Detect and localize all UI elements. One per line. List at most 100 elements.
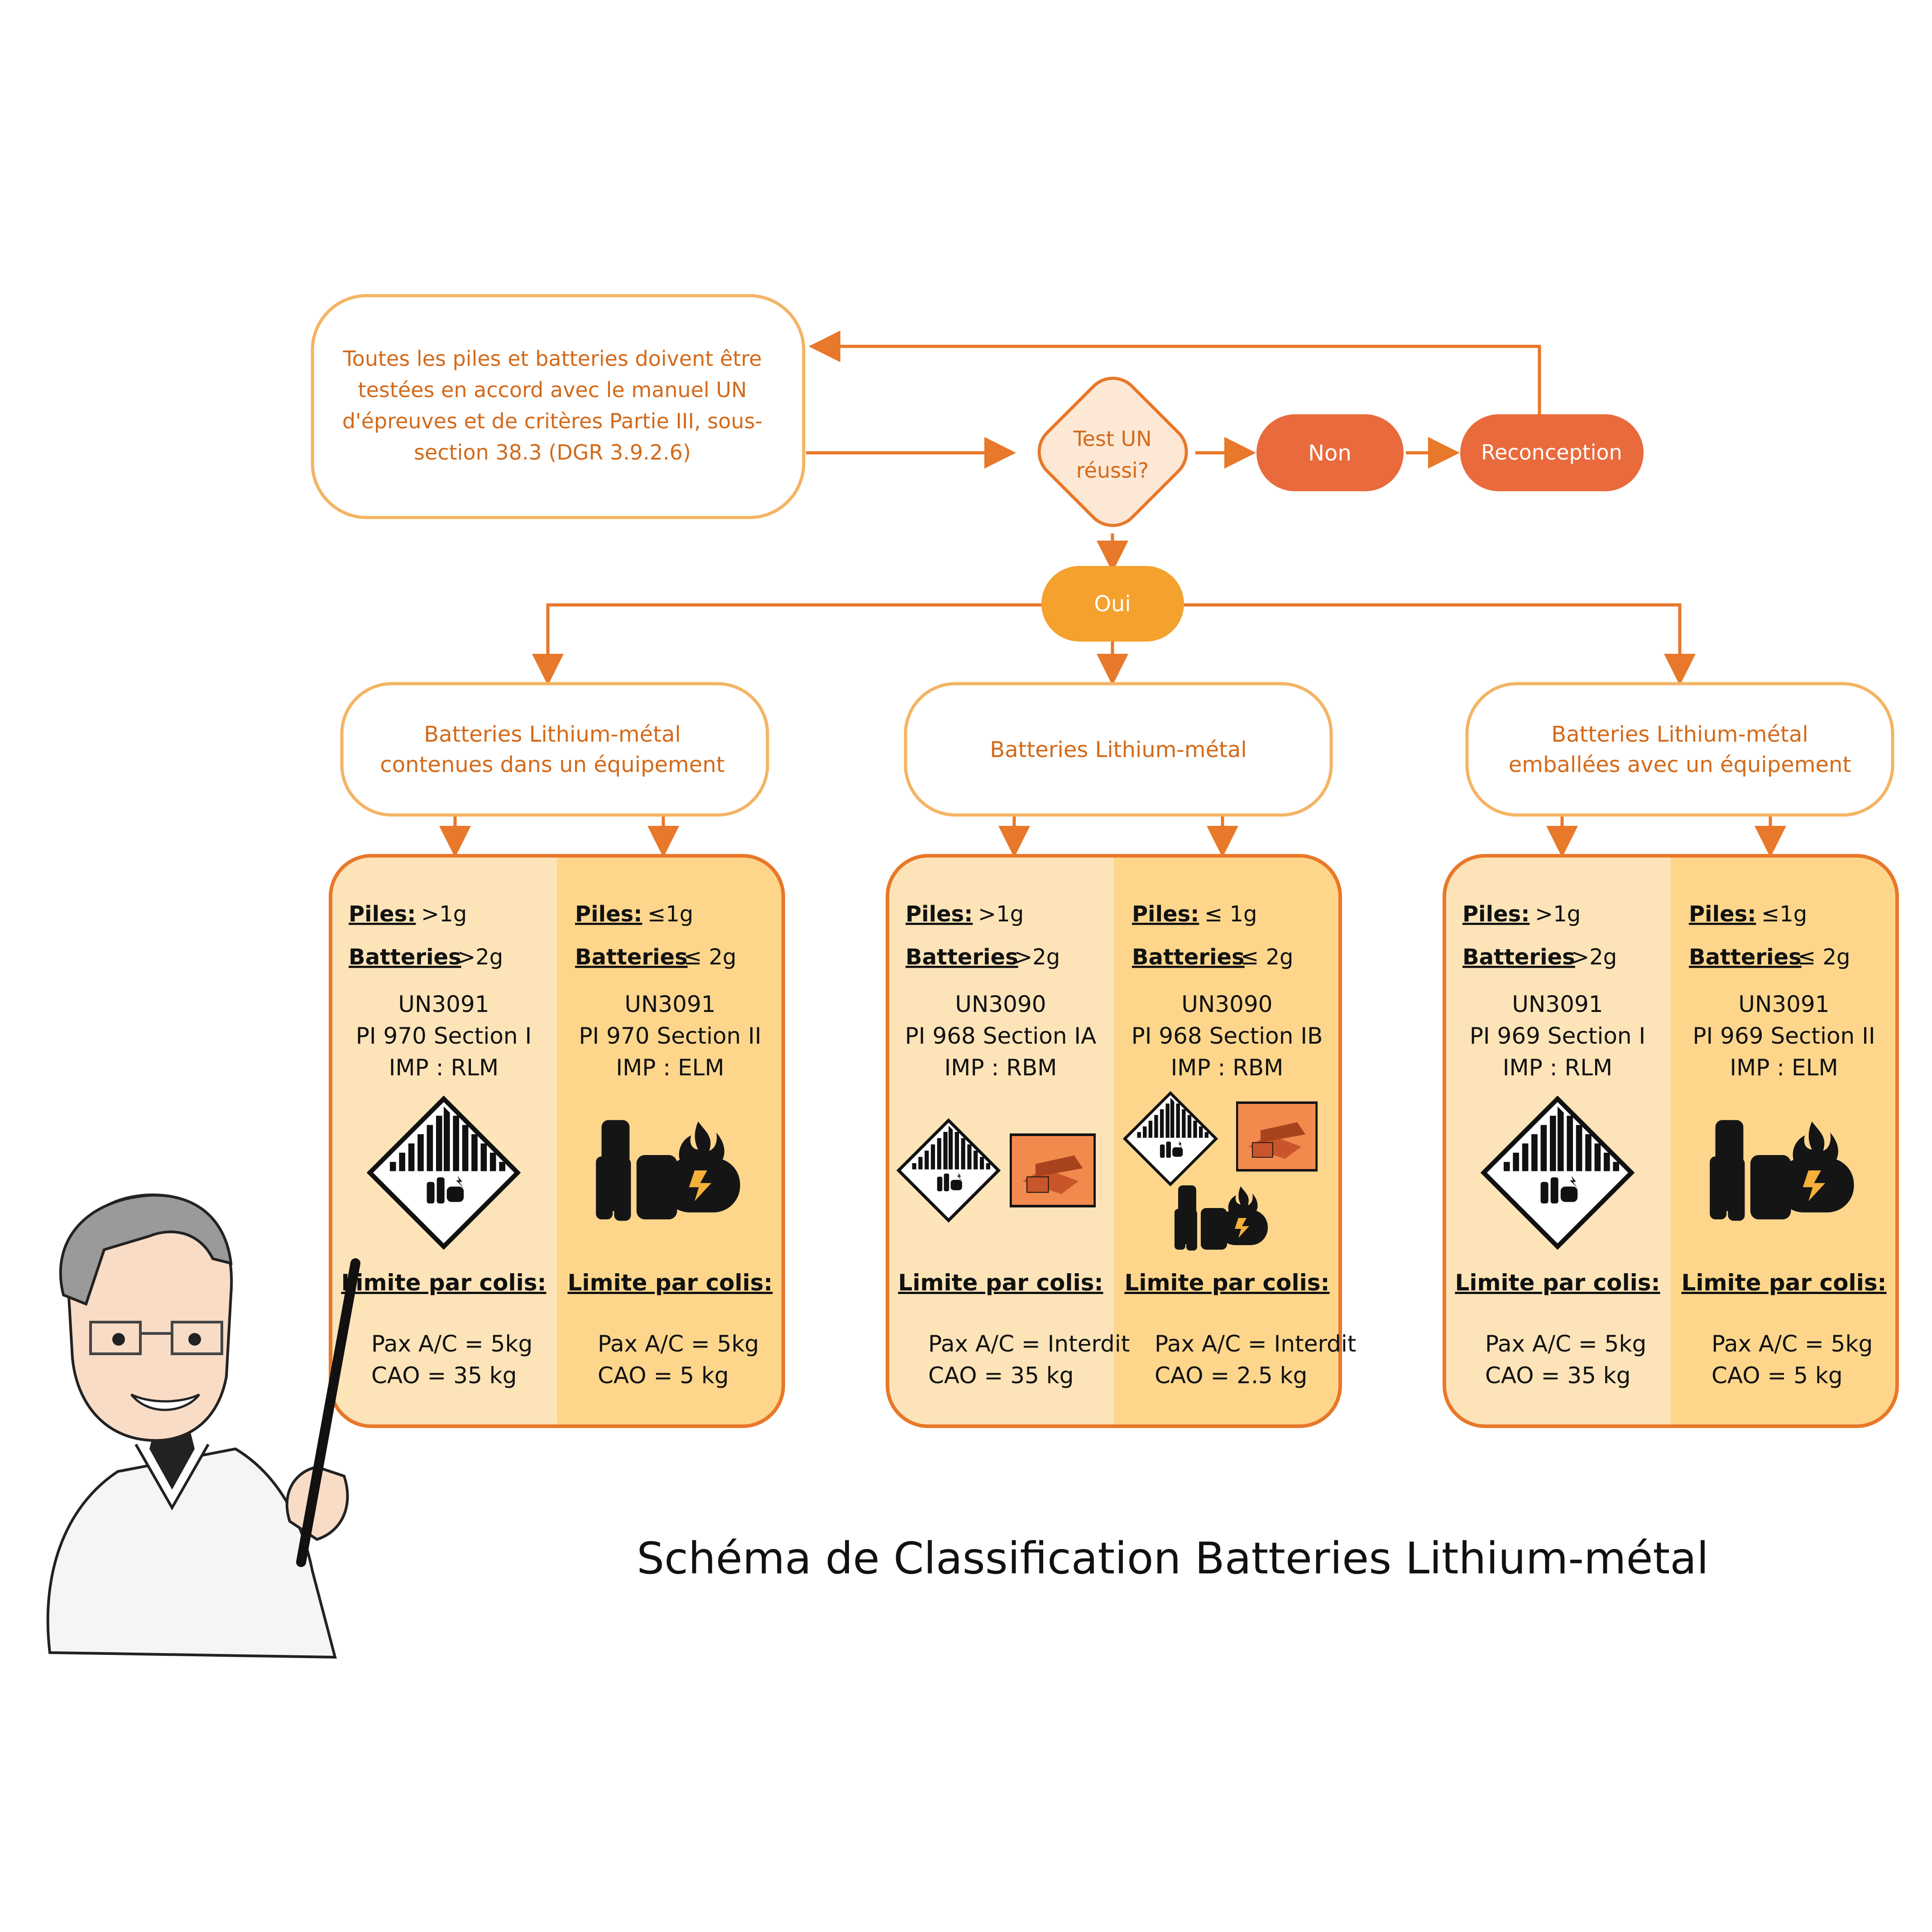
cells-value: ≤ 1g [1204,901,1257,927]
category-box-packed: Batteries Lithium-métal emballées avec u… [1465,682,1894,817]
line-branch-left [532,603,1041,686]
batteries-value: >2g [1014,944,1060,970]
panel-3-right-bg [1671,856,1897,1426]
decision-line-1: Test UN [1073,427,1151,451]
cao-limit: CAO = 35 kg [928,1362,1074,1389]
pax-limit: Pax A/C = 5kg [371,1331,532,1357]
limit-title: Limite par colis: [898,1270,1103,1296]
un-number: UN3090 [955,991,1046,1017]
panel-1-border [329,854,785,1428]
category-1-line-2: contenues dans un équipement [380,752,724,777]
limit-title: Limite par colis: [1681,1270,1886,1296]
diagram-title: Schéma de Classification Batteries Lithi… [637,1533,1709,1584]
cells-label: Piles: [1132,901,1199,927]
reconception-label: Reconception [1481,440,1622,465]
category-1-line-1: Batteries Lithium-métal [424,722,681,747]
packing-instruction: PI 969 Section II [1692,1023,1875,1049]
batteries-label: Batteries [575,944,688,970]
panel-2-border [886,854,1342,1428]
cao-limit: CAO = 2.5 kg [1155,1362,1307,1389]
pax-limit: Pax A/C = 5kg [598,1331,759,1357]
non-label: Non [1308,441,1352,466]
packing-instruction: PI 969 Section I [1470,1023,1646,1049]
imp-code: IMP : RLM [389,1055,499,1081]
batteries-value: ≤ 2g [1798,944,1850,970]
imp-code: IMP : ELM [1730,1055,1838,1081]
oui-pill: Oui [1041,566,1184,642]
category-3-line-1: Batteries Lithium-métal [1551,722,1808,747]
cells-value: >1g [1535,901,1581,927]
teacher-mascot-illustration [46,1194,360,1659]
packing-instruction: PI 968 Section IB [1131,1023,1323,1049]
category-box-contained: Batteries Lithium-métal contenues dans u… [340,682,769,817]
packing-instruction: PI 970 Section II [579,1023,761,1049]
decision-test-un: Test UN réussi? [1037,376,1188,527]
cargo-aircraft-only-label-icon [1237,1103,1317,1170]
intro-line-4: section 38.3 (DGR 3.9.2.6) [414,440,691,465]
category-2-line-1: Batteries Lithium-métal [990,737,1246,762]
cells-label: Piles: [906,901,973,927]
category-box-alone: Batteries Lithium-métal [904,682,1333,817]
imp-code: IMP : RBM [1171,1055,1284,1081]
pax-limit: Pax A/C = Interdit [1155,1331,1356,1357]
intro-line-1: Toutes les piles et batteries doivent êt… [342,346,762,371]
reconception-pill: Reconception [1460,414,1644,491]
panel-3-border [1443,854,1899,1428]
un-number: UN3091 [1512,991,1603,1017]
intro-box: Toutes les piles et batteries doivent êt… [311,294,805,519]
un-number: UN3091 [1738,991,1829,1017]
batteries-label: Batteries [1132,944,1245,970]
oui-label: Oui [1094,591,1131,617]
pax-limit: Pax A/C = Interdit [928,1331,1130,1357]
cao-limit: CAO = 35 kg [1485,1362,1630,1389]
batteries-label: Batteries [1689,944,1802,970]
cells-value: ≤1g [1761,901,1807,927]
decision-line-2: réussi? [1076,458,1149,483]
batteries-label: Batteries [1462,944,1575,970]
cells-label: Piles: [575,901,642,927]
imp-code: IMP : ELM [616,1055,724,1081]
connectors [439,331,1786,858]
limit-title: Limite par colis: [1124,1270,1329,1296]
category-3-line-2: emballées avec un équipement [1509,752,1851,777]
limit-title: Limite par colis: [341,1270,546,1296]
intro-line-3: d'épreuves et de critères Partie III, so… [342,409,762,433]
batteries-value: ≤ 2g [684,944,736,970]
cao-limit: CAO = 5 kg [1711,1362,1843,1389]
batteries-value: >2g [457,944,503,970]
intro-line-2: testées en accord avec le manuel UN [358,378,747,402]
non-pill: Non [1256,414,1404,491]
cells-label: Piles: [1462,901,1529,927]
cells-value: >1g [421,901,467,927]
cao-limit: CAO = 35 kg [371,1362,517,1389]
un-number: UN3091 [624,991,715,1017]
batteries-label: Batteries [906,944,1018,970]
pax-limit: Pax A/C = 5kg [1485,1331,1646,1357]
cells-value: >1g [978,901,1024,927]
cargo-aircraft-only-label-icon [1011,1135,1095,1206]
cao-limit: CAO = 5 kg [598,1362,729,1389]
pax-limit: Pax A/C = 5kg [1711,1331,1873,1357]
batteries-value: ≤ 2g [1241,944,1293,970]
cells-label: Piles: [349,901,416,927]
line-branch-right [1184,603,1696,686]
arrow-reconception-to-intro [809,331,1541,414]
imp-code: IMP : RLM [1503,1055,1612,1081]
cells-label: Piles: [1689,901,1756,927]
packing-instruction: PI 968 Section IA [905,1023,1097,1049]
limit-title: Limite par colis: [567,1270,772,1296]
cells-value: ≤1g [647,901,693,927]
imp-code: IMP : RBM [944,1055,1057,1081]
batteries-label: Batteries [349,944,461,970]
